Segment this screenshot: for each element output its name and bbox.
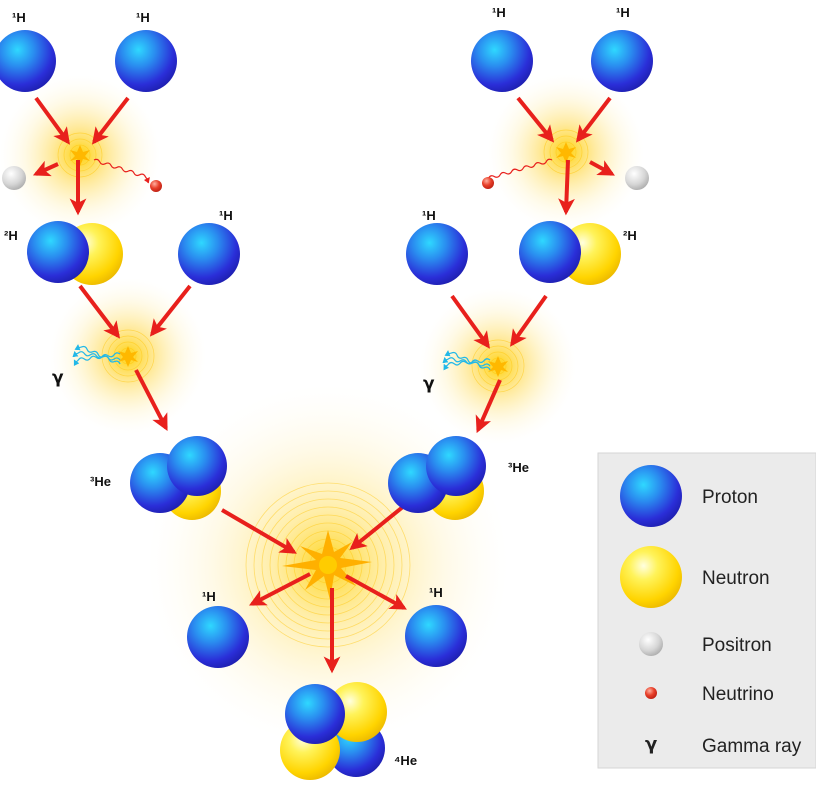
arrow	[475, 379, 502, 434]
arrow	[589, 160, 615, 176]
label-h1: ¹H	[422, 208, 436, 223]
gamma-path	[72, 350, 121, 361]
reaction-glows	[0, 74, 644, 745]
arrow	[220, 508, 297, 554]
burst-left-1	[70, 145, 90, 166]
legend-positron-swatch	[639, 632, 663, 656]
legend: Proton Neutron Positron Neutrino γ Gamma…	[597, 452, 816, 769]
legend-positron-label: Positron	[702, 635, 772, 656]
burst-right-1	[556, 142, 576, 163]
particles	[0, 30, 653, 780]
arrow	[149, 284, 192, 337]
proton	[405, 605, 467, 667]
positron	[625, 166, 649, 190]
proton	[187, 606, 249, 668]
proton	[0, 30, 56, 92]
legend-gamma-symbol: γ	[645, 734, 657, 755]
neutrino-paths	[93, 158, 553, 185]
isotope-labels: ¹H ¹H ¹H ¹H ²H ¹H ¹H ²H γ γ ³He ³He ¹H ¹…	[4, 5, 637, 768]
legend-gamma-label: Gamma ray	[702, 736, 802, 757]
label-he4: ⁴He	[394, 753, 417, 768]
proton	[178, 223, 240, 285]
legend-neutrino-swatch	[645, 687, 657, 699]
arrow	[516, 96, 555, 143]
gamma-path	[73, 352, 121, 367]
legend-neutron-swatch	[620, 546, 682, 608]
reaction-bursts	[70, 142, 576, 600]
gamma-ray-paths	[72, 344, 491, 371]
gamma-path	[444, 350, 491, 371]
proton	[471, 30, 533, 92]
arrow	[34, 96, 70, 145]
gamma-path	[442, 356, 491, 367]
gamma-path	[74, 344, 121, 365]
proton	[406, 223, 468, 285]
arrow	[249, 572, 311, 606]
burst-left-2	[118, 346, 138, 367]
label-h1: ¹H	[219, 208, 233, 223]
arrow	[575, 96, 612, 143]
proton	[426, 436, 486, 496]
proton	[167, 436, 227, 496]
neutrino	[482, 177, 494, 189]
arrow	[345, 574, 407, 610]
label-h2: ²H	[623, 228, 637, 243]
label-he3: ³He	[508, 460, 529, 475]
label-h1: ¹H	[492, 5, 506, 20]
neutrino-path-right	[484, 158, 553, 185]
positron	[2, 166, 26, 190]
label-gamma: γ	[423, 374, 435, 394]
neutrino	[150, 180, 162, 192]
burst-right-2	[488, 356, 508, 377]
arrow	[450, 294, 490, 349]
legend-neutron-label: Neutron	[702, 568, 770, 589]
arrow	[510, 294, 548, 347]
arrow	[558, 159, 575, 216]
neutrino-path-left	[93, 158, 150, 184]
arrow	[91, 96, 130, 145]
arrow	[134, 369, 168, 431]
proton	[591, 30, 653, 92]
label-h1: ¹H	[429, 585, 443, 600]
reaction-arrows	[32, 96, 615, 674]
arrow	[349, 504, 406, 551]
label-he3: ³He	[90, 474, 111, 489]
label-h2: ²H	[4, 228, 18, 243]
proton	[285, 684, 345, 744]
legend-proton-label: Proton	[702, 487, 758, 508]
label-gamma: γ	[52, 368, 64, 388]
proton	[27, 221, 89, 283]
arrow	[78, 284, 121, 339]
label-h1: ¹H	[12, 10, 26, 25]
legend-proton-swatch	[620, 465, 682, 527]
label-h1: ¹H	[202, 589, 216, 604]
label-h1: ¹H	[616, 5, 630, 20]
proton	[115, 30, 177, 92]
label-h1: ¹H	[136, 10, 150, 25]
arrow	[32, 160, 59, 177]
proton	[519, 221, 581, 283]
legend-neutrino-label: Neutrino	[702, 684, 774, 705]
